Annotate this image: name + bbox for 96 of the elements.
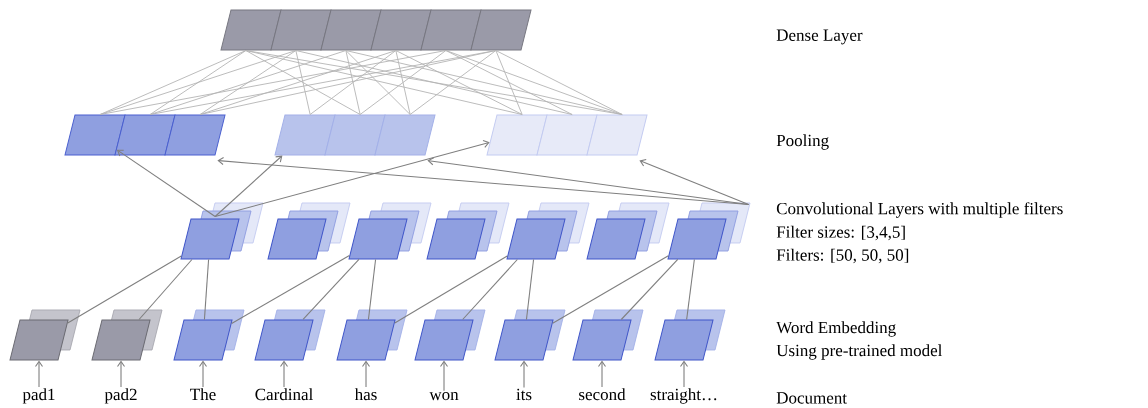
connection-line — [495, 50, 623, 115]
connection-line — [231, 254, 350, 325]
arrow — [639, 158, 750, 206]
pooling-cell — [536, 114, 598, 156]
connection-line — [394, 255, 508, 324]
filter-stack — [667, 202, 751, 260]
connection-line — [525, 258, 535, 321]
arrow — [116, 149, 216, 218]
filter-stack — [426, 202, 510, 260]
dense-cell — [220, 9, 282, 51]
connection-line — [345, 50, 411, 115]
arrow — [214, 155, 283, 218]
embedding-stack — [9, 309, 81, 361]
arrow — [116, 360, 126, 388]
pooling-cell — [64, 114, 126, 156]
connection-line — [495, 50, 523, 115]
dense-cell — [320, 9, 382, 51]
word-label: pad1 — [22, 388, 55, 404]
word-label: straight… — [650, 388, 717, 404]
connection-line — [199, 50, 397, 115]
connection-line — [445, 50, 573, 115]
arrow — [679, 360, 689, 388]
connection-line — [395, 50, 523, 115]
embedding-stack — [654, 309, 726, 361]
connection-line — [302, 258, 360, 321]
word-label: The — [190, 388, 216, 401]
embedding-stack — [254, 309, 326, 361]
connection-line — [395, 50, 411, 115]
connection-line — [686, 258, 695, 321]
dense-cell — [420, 9, 482, 51]
connection-line — [138, 258, 193, 321]
filter-stack — [348, 202, 432, 260]
word-label: second — [579, 388, 626, 401]
pooling-cell — [114, 114, 176, 156]
connection-line — [245, 50, 361, 115]
filter-stack — [267, 202, 351, 260]
connection-line — [149, 50, 347, 115]
layer-label: Pooling — [776, 134, 829, 150]
arrow — [427, 157, 750, 206]
layer-label: Document — [776, 392, 847, 404]
connection-line — [367, 258, 377, 321]
pooling-cell — [586, 114, 648, 156]
arrow — [439, 360, 449, 392]
pooling-cell — [374, 114, 436, 156]
connection-line — [149, 50, 247, 115]
layer-label: Filters: [50, 50, 50] — [776, 248, 909, 264]
arrow — [279, 360, 289, 388]
pooling-cell — [164, 114, 226, 156]
embedding-stack — [494, 309, 566, 361]
arrow — [214, 140, 490, 218]
embedding-stack — [336, 309, 408, 361]
word-label: Cardinal — [255, 388, 313, 401]
connection-line — [67, 255, 182, 324]
connection-line — [295, 50, 311, 115]
arrow — [597, 360, 607, 388]
connection-line — [99, 50, 297, 115]
connection-line — [359, 50, 447, 115]
connection-line — [552, 255, 669, 324]
connection-line — [99, 50, 447, 115]
layer-label: Dense Layer — [776, 29, 863, 45]
arrow — [361, 360, 371, 388]
word-label: pad2 — [104, 388, 137, 404]
connection-line — [245, 50, 523, 115]
arrow — [34, 360, 44, 388]
embedding-stack — [173, 309, 245, 361]
connection-line — [199, 50, 297, 115]
embedding-stack — [414, 309, 486, 361]
word-label: won — [429, 392, 459, 401]
pooling-cell — [274, 114, 336, 156]
connection-line — [345, 50, 623, 115]
dense-cell — [370, 9, 432, 51]
connection-line — [462, 258, 518, 321]
connection-line — [409, 50, 497, 115]
embedding-stack — [91, 309, 163, 361]
layer-label: Using pre-trained model — [776, 344, 943, 360]
connection-line — [203, 258, 210, 321]
connection-line — [345, 50, 361, 115]
pooling-cell — [324, 114, 386, 156]
pooling-cell — [486, 114, 548, 156]
connection-line — [620, 258, 679, 321]
layer-label: Filter sizes: [3,4,5] — [776, 225, 905, 241]
dense-cell — [470, 9, 532, 51]
embedding-stack — [572, 309, 644, 361]
arrow — [198, 360, 208, 388]
connection-line — [309, 50, 397, 115]
dense-cell — [270, 9, 332, 51]
word-label: has — [354, 388, 377, 401]
arrow — [519, 360, 529, 389]
connection-line — [445, 50, 623, 115]
layer-label: Word Embedding — [776, 321, 896, 337]
layer-label: Convolutional Layers with multiple filters — [776, 202, 1063, 218]
filter-stack — [180, 202, 264, 260]
filter-stack — [586, 202, 670, 260]
filter-stack — [506, 202, 590, 260]
connection-line — [295, 50, 573, 115]
word-label: its — [516, 388, 532, 401]
